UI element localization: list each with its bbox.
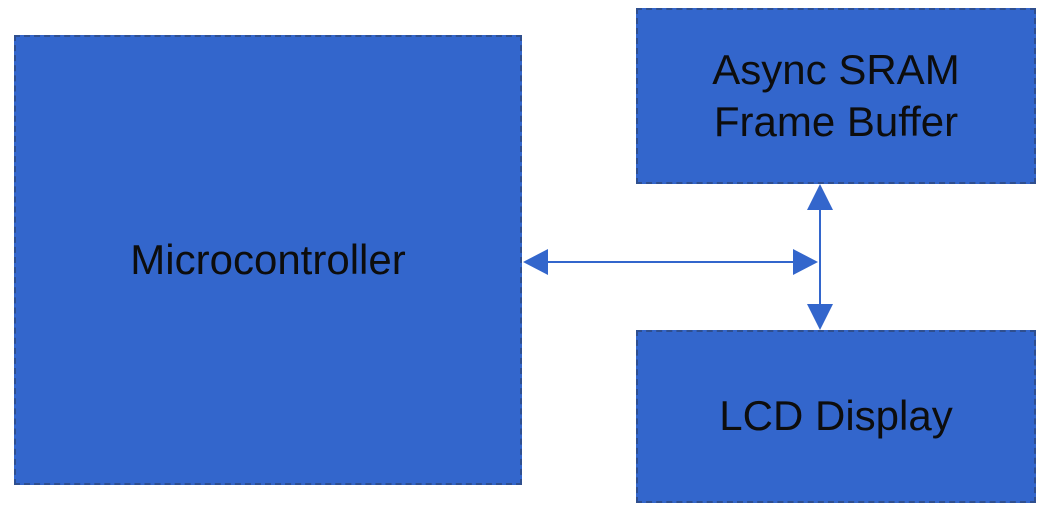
arrow-up-head	[807, 184, 833, 210]
sram-frame-buffer-block: Async SRAM Frame Buffer	[636, 8, 1036, 184]
microcontroller-block: Microcontroller	[14, 35, 522, 485]
sram-label: Async SRAM Frame Buffer	[712, 44, 959, 149]
microcontroller-label: Microcontroller	[130, 235, 406, 283]
lcd-label: LCD Display	[719, 392, 953, 440]
lcd-display-block: LCD Display	[636, 330, 1036, 503]
arrow-left-head	[523, 249, 548, 275]
arrow-right-head	[793, 249, 818, 275]
sram-label-line1: Async SRAM	[712, 45, 960, 93]
arrow-down-head	[807, 304, 833, 330]
sram-label-line2: Frame Buffer	[713, 98, 959, 145]
